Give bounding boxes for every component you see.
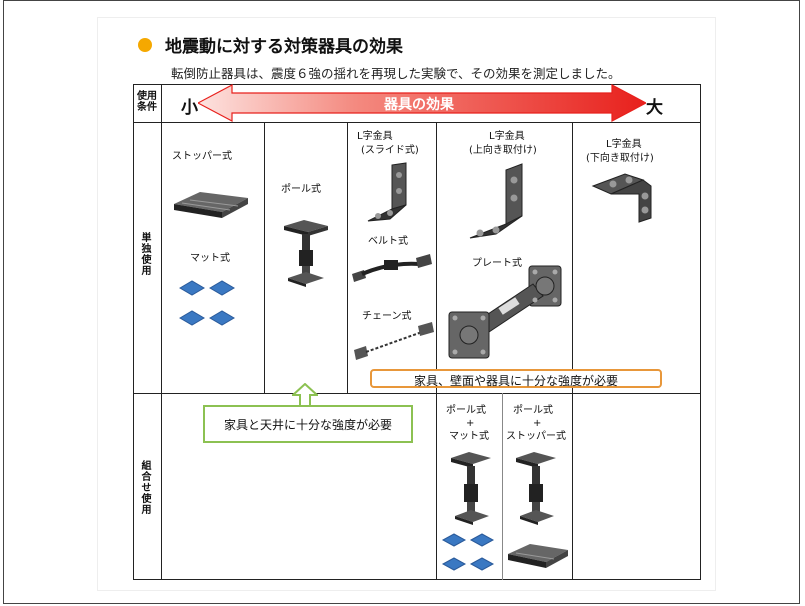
combo2-pole-image [516, 452, 556, 525]
plate-label: プレート式 [472, 258, 522, 269]
row-label-single: 単独使用 [139, 232, 150, 276]
large-label: 大 [646, 98, 663, 118]
effect-arrow [198, 84, 646, 122]
table-rule [133, 122, 701, 123]
combo2-label-plus: + [533, 418, 542, 429]
l-up-label-1: L字金具 [489, 131, 525, 142]
bullet-icon [138, 38, 152, 52]
l-up-label-2: (上向き取付け) [469, 145, 537, 156]
note-strength-ceiling-text: 家具と天井に十分な強度が必要 [223, 418, 392, 432]
l-up-bracket-image [469, 163, 523, 239]
mat-label: マット式 [190, 253, 230, 264]
combo1-label-plus: + [466, 418, 475, 429]
combo1-mat-image [441, 533, 495, 571]
pole-image [284, 220, 328, 287]
table-rule [436, 122, 437, 580]
l-slide-label-1: L字金具 [357, 131, 393, 142]
combo2-stopper-image [508, 544, 568, 568]
effect-table [133, 84, 701, 580]
l-down-label-1: L字金具 [606, 139, 642, 150]
table-rule [161, 84, 162, 580]
l-slide-label-2: (スライド式) [361, 145, 419, 156]
stopper-label: ストッパー式 [172, 151, 232, 162]
combo1-label-a: ポール式 [446, 405, 486, 416]
table-rule [347, 122, 348, 393]
l-down-bracket-image [591, 173, 652, 223]
plate-image [448, 265, 562, 359]
table-rule [264, 122, 265, 393]
combo2-label-b: ストッパー式 [506, 431, 566, 442]
pole-label: ポール式 [281, 184, 321, 195]
chain-label: チェーン式 [362, 311, 412, 322]
page-subtitle: 転倒防止器具は、震度６強の揺れを再現した実験で、その効果を測定しました。 [171, 66, 621, 81]
table-rule [502, 393, 503, 580]
l-slide-bracket-image [367, 162, 407, 222]
row-label-combination: 組合せ使用 [139, 460, 150, 515]
note-strength-wall: 家具、壁面や器具に十分な強度が必要 [370, 369, 662, 388]
outer-frame [3, 0, 800, 604]
belt-image [352, 254, 432, 282]
small-label: 小 [181, 98, 198, 118]
note-strength-ceiling: 家具と天井に十分な強度が必要 [203, 405, 413, 443]
effect-label: 器具の効果 [384, 97, 454, 113]
combo1-label-b: マット式 [449, 431, 489, 442]
page-title: 地震動に対する対策器具の効果 [165, 37, 403, 57]
combo1-pole-image [451, 452, 491, 525]
stopper-image [174, 192, 248, 218]
mat-image [179, 280, 235, 326]
l-down-label-2: (下向き取付け) [586, 153, 654, 164]
conditions-label: 使用条件 [137, 91, 157, 113]
combo2-label-a: ポール式 [513, 405, 553, 416]
up-arrow-icon [292, 383, 318, 407]
table-rule [572, 122, 573, 580]
belt-label: ベルト式 [368, 236, 408, 247]
chain-image [354, 322, 434, 360]
note-strength-wall-text: 家具、壁面や器具に十分な強度が必要 [413, 374, 618, 388]
table-rule [133, 393, 701, 394]
